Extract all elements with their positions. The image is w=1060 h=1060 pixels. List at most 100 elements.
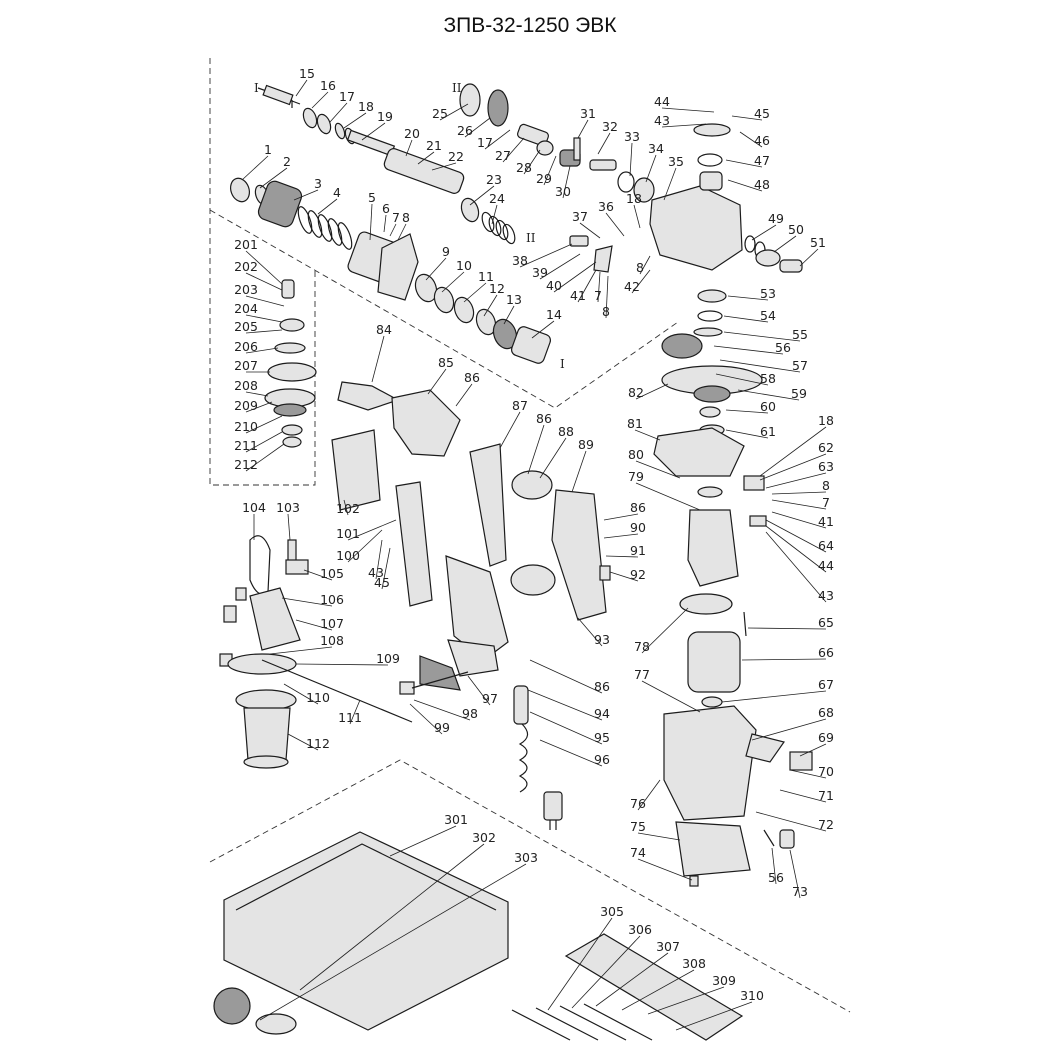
part-number-27: 27 xyxy=(495,148,511,163)
callout-leader-86 xyxy=(455,383,473,407)
part-number-19: 19 xyxy=(377,109,393,124)
part-number-16: 16 xyxy=(320,78,336,93)
part-number-302: 302 xyxy=(472,830,496,845)
callout-leader-112 xyxy=(287,733,319,751)
part-number-76: 76 xyxy=(630,796,646,811)
callout-leader-62 xyxy=(759,453,827,481)
part-number-65: 65 xyxy=(818,615,834,630)
part-number-70: 70 xyxy=(818,764,834,779)
callout-leader-45 xyxy=(381,547,391,590)
callout-leader-205 xyxy=(245,329,283,334)
callout-leader-93 xyxy=(577,617,603,647)
callout-leader-43 xyxy=(375,539,383,580)
callout-leader-106 xyxy=(281,597,333,607)
callout-leader-55 xyxy=(723,331,801,342)
callout-leader-86 xyxy=(527,424,545,475)
part-number-78: 78 xyxy=(634,639,650,654)
part-number-77: 77 xyxy=(634,667,650,682)
part-number-56: 56 xyxy=(768,870,784,885)
callout-leader-50 xyxy=(773,235,797,253)
callout-leader-82 xyxy=(635,383,669,400)
callout-leader-8 xyxy=(771,491,827,495)
part-number-69: 69 xyxy=(818,730,834,745)
callout-leader-48 xyxy=(727,179,763,192)
callout-leader-1 xyxy=(241,155,269,181)
spring-24 xyxy=(481,211,516,245)
part-number-21: 21 xyxy=(426,138,442,153)
part-number-93: 93 xyxy=(594,632,610,647)
callout-leader-61 xyxy=(725,429,769,439)
callout-leader-310 xyxy=(675,1001,753,1031)
part-number-25: 25 xyxy=(432,106,448,121)
part-number-96: 96 xyxy=(594,752,610,767)
callout-leader-26 xyxy=(464,117,491,138)
part-number-41: 41 xyxy=(570,288,586,303)
part-number-11: 11 xyxy=(478,269,494,284)
callout-leader-18 xyxy=(759,426,827,477)
part-number-43: 43 xyxy=(654,113,670,128)
callout-leader-302 xyxy=(299,843,485,991)
part-number-13: 13 xyxy=(506,292,522,307)
part-number-73: 73 xyxy=(792,884,808,899)
part-number-46: 46 xyxy=(754,133,770,148)
callout-leader-51 xyxy=(799,248,819,267)
part-number-45: 45 xyxy=(754,106,770,121)
callout-leader-85 xyxy=(427,368,447,395)
part-number-5: 5 xyxy=(368,190,376,205)
part-number-7: 7 xyxy=(392,210,400,225)
part-number-210: 210 xyxy=(234,419,258,434)
part-number-59: 59 xyxy=(791,386,807,401)
part-number-301: 301 xyxy=(444,812,468,827)
callout-leader-202 xyxy=(245,272,283,291)
part-number-212: 212 xyxy=(234,457,258,472)
callout-leader-108 xyxy=(269,646,333,655)
part-number-58: 58 xyxy=(760,371,776,386)
part-number-75: 75 xyxy=(630,819,646,834)
part-number-209: 209 xyxy=(234,398,258,413)
callout-leader-97 xyxy=(467,675,491,706)
callout-leader-29 xyxy=(543,155,557,186)
callout-leader-17 xyxy=(329,102,348,123)
part-number-307: 307 xyxy=(656,939,680,954)
part-number-99: 99 xyxy=(434,720,450,735)
part-number-203: 203 xyxy=(234,282,258,297)
part-number-95: 95 xyxy=(594,730,610,745)
part-number-86: 86 xyxy=(630,500,646,515)
part-number-8: 8 xyxy=(822,478,830,493)
callout-leader-109 xyxy=(295,663,389,666)
part-number-87: 87 xyxy=(512,398,528,413)
part-number-61: 61 xyxy=(760,424,776,439)
callout-leader-19 xyxy=(361,122,386,141)
part-number-44: 44 xyxy=(818,558,834,573)
part-number-105: 105 xyxy=(320,566,344,581)
part-number-33: 33 xyxy=(624,129,640,144)
callout-leader-42 xyxy=(631,269,651,294)
callout-leader-80 xyxy=(635,460,681,479)
part-number-201: 201 xyxy=(234,237,258,252)
part-number-60: 60 xyxy=(760,399,776,414)
part-number-84: 84 xyxy=(376,322,392,337)
part-number-208: 208 xyxy=(234,378,258,393)
part-number-1: 1 xyxy=(264,142,272,157)
callout-leader-91 xyxy=(605,555,639,558)
callout-leader-98 xyxy=(413,699,471,721)
callout-leader-37 xyxy=(579,222,601,239)
callout-leader-41 xyxy=(577,269,597,303)
callout-leader-12 xyxy=(483,294,498,317)
part-number-305: 305 xyxy=(600,904,624,919)
part-number-308: 308 xyxy=(682,956,706,971)
part-number-67: 67 xyxy=(818,677,834,692)
callout-leader-18 xyxy=(343,112,367,129)
part-number-34: 34 xyxy=(648,141,664,156)
part-number-101: 101 xyxy=(336,526,360,541)
callout-leader-74 xyxy=(637,858,693,881)
shaft-marker-shaft-i: I xyxy=(560,357,565,371)
shaft-marker-shaft-ii: II xyxy=(526,231,536,245)
callout-leader-18 xyxy=(633,204,641,229)
power-cord-assembly xyxy=(399,671,563,830)
part-number-56: 56 xyxy=(775,340,791,355)
part-number-310: 310 xyxy=(740,988,764,1003)
callout-leader-7 xyxy=(389,223,397,237)
callout-leader-20 xyxy=(405,139,413,157)
callout-leader-305 xyxy=(547,917,613,1011)
